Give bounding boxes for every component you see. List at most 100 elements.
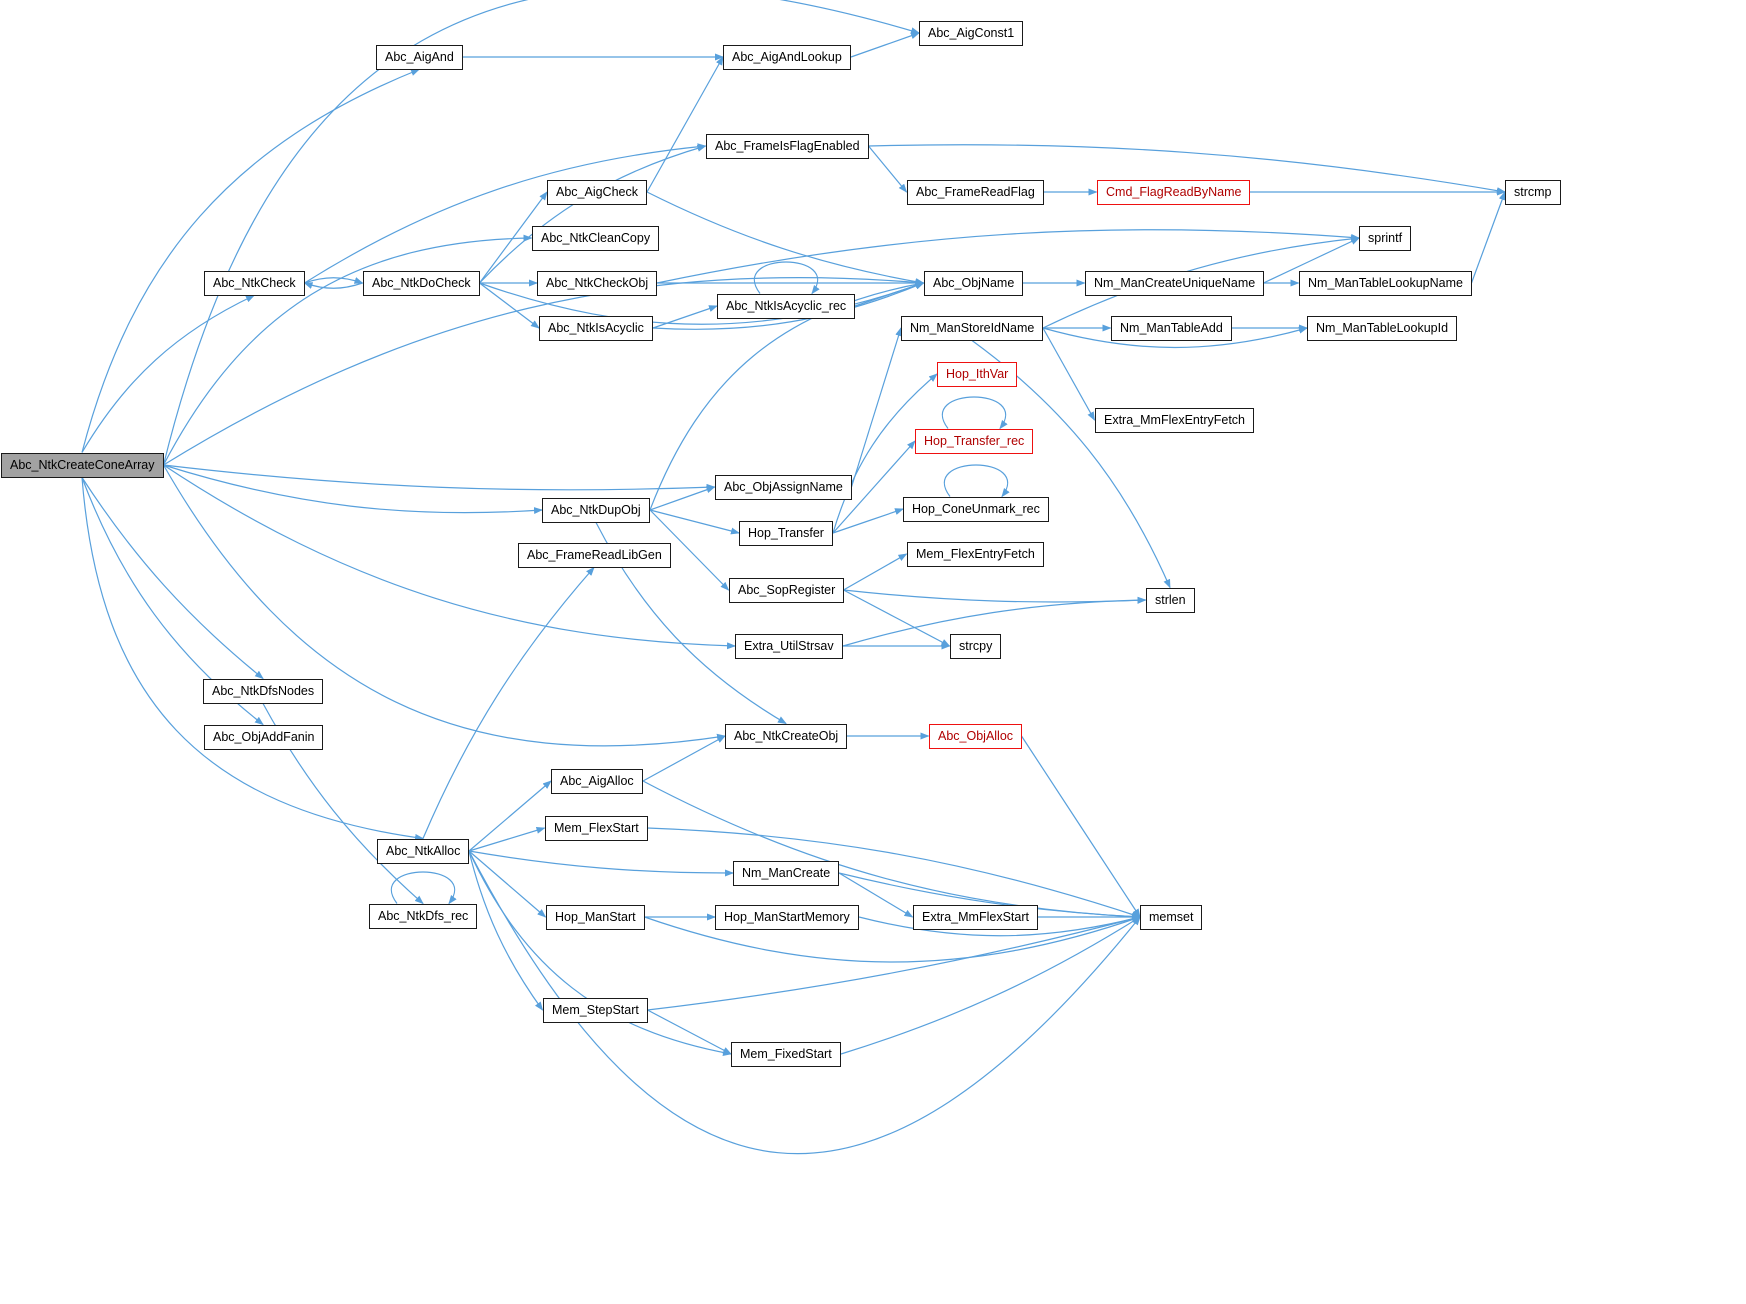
node-Mem_FlexEntryFetch[interactable]: Mem_FlexEntryFetch [907, 542, 1044, 567]
edge-Abc_NtkDoCheck-Abc_ObjName [479, 282, 925, 325]
node-Abc_NtkDupObj[interactable]: Abc_NtkDupObj [542, 498, 650, 523]
edge-Nm_ManCreate-memset [838, 872, 1141, 921]
node-Hop_ConeUnmark_rec[interactable]: Hop_ConeUnmark_rec [903, 497, 1049, 522]
node-Abc_NtkCreateObj[interactable]: Abc_NtkCreateObj [725, 724, 848, 749]
edge-Abc_NtkDoCheck-Abc_NtkCheck [303, 282, 363, 289]
edge-Hop_Transfer_rec-Hop_Transfer_rec [941, 396, 1008, 430]
node-Abc_AigAnd[interactable]: Abc_AigAnd [376, 45, 463, 70]
edge-Abc_ObjAssignName-Nm_ManStoreIdName [850, 327, 902, 488]
node-Abc_AigAlloc[interactable]: Abc_AigAlloc [551, 769, 643, 794]
edge-Abc_AigAlloc-memset [642, 780, 1141, 921]
edge-Abc_NtkCheckObj-sprintf [656, 229, 1360, 284]
edge-Abc_NtkCreateConeArray-Abc_ObjName [163, 277, 925, 466]
edge-Nm_ManTableLookupName-strcmp [1470, 191, 1506, 284]
edge-Abc_NtkCreateConeArray-Abc_NtkAlloc [81, 477, 424, 841]
edge-Abc_NtkAlloc-Mem_FlexStart [468, 826, 546, 852]
edge-Abc_NtkCreateConeArray-Abc_NtkDupObj [163, 464, 543, 515]
node-Hop_IthVar[interactable]: Hop_IthVar [937, 362, 1018, 387]
node-Abc_FrameReadFlag[interactable]: Abc_FrameReadFlag [907, 180, 1044, 205]
node-strcpy[interactable]: strcpy [950, 634, 1002, 659]
node-Nm_ManTableLookupId[interactable]: Nm_ManTableLookupId [1307, 316, 1458, 341]
node-strcmp[interactable]: strcmp [1505, 180, 1561, 205]
node-Abc_AigCheck[interactable]: Abc_AigCheck [547, 180, 647, 205]
node-memset[interactable]: memset [1140, 905, 1203, 930]
node-Abc_NtkDfsNodes[interactable]: Abc_NtkDfsNodes [203, 679, 324, 704]
edge-Abc_SopRegister-Mem_FlexEntryFetch [843, 553, 908, 591]
node-Abc_FrameReadLibGen[interactable]: Abc_FrameReadLibGen [518, 543, 671, 568]
edge-Abc_NtkIsAcyclic-Abc_NtkIsAcyclic_rec [652, 305, 718, 329]
edge-Abc_ObjAlloc-memset [1020, 735, 1141, 918]
edge-Abc_NtkAlloc-Mem_StepStart [468, 850, 544, 1011]
node-Abc_NtkCleanCopy[interactable]: Abc_NtkCleanCopy [532, 226, 660, 251]
node-Hop_ManStartMemory[interactable]: Hop_ManStartMemory [715, 905, 859, 930]
node-Extra_MmFlexStart[interactable]: Extra_MmFlexStart [913, 905, 1038, 930]
node-sprintf[interactable]: sprintf [1359, 226, 1412, 251]
node-Mem_FlexStart[interactable]: Mem_FlexStart [545, 816, 648, 841]
edge-Abc_SopRegister-strlen [843, 589, 1147, 604]
edge-Abc_NtkDupObj-Abc_ObjName [649, 280, 925, 511]
edge-Hop_Transfer-Hop_IthVar [832, 373, 938, 534]
node-Hop_ManStart[interactable]: Hop_ManStart [546, 905, 645, 930]
node-Abc_ObjAlloc[interactable]: Abc_ObjAlloc [929, 724, 1023, 749]
edge-Abc_NtkIsAcyclic_rec-Abc_NtkIsAcyclic_rec [753, 261, 820, 295]
edge-Abc_SopRegister-strcpy [843, 589, 951, 647]
node-Abc_AigConst1[interactable]: Abc_AigConst1 [919, 21, 1024, 46]
edge-Nm_ManStoreIdName-Nm_ManTableLookupId [1042, 326, 1308, 349]
node-Abc_NtkIsAcyclic_rec[interactable]: Abc_NtkIsAcyclic_rec [717, 294, 856, 319]
node-Cmd_FlagReadByName[interactable]: Cmd_FlagReadByName [1097, 180, 1251, 205]
edge-Abc_AigAlloc-Abc_NtkCreateObj [642, 735, 726, 782]
edge-Abc_NtkCreateConeArray-Abc_NtkDfsNodes [81, 477, 264, 680]
edge-Abc_NtkDfs_rec-Abc_NtkDfs_rec [390, 871, 457, 905]
edge-Abc_NtkAlloc-Mem_FixedStart [468, 850, 732, 1056]
node-Hop_Transfer_rec[interactable]: Hop_Transfer_rec [915, 429, 1034, 454]
node-Abc_NtkCheckObj[interactable]: Abc_NtkCheckObj [537, 271, 658, 296]
node-Mem_FixedStart[interactable]: Mem_FixedStart [731, 1042, 841, 1067]
node-Abc_SopRegister[interactable]: Abc_SopRegister [729, 578, 845, 603]
edge-Abc_NtkDupObj-Abc_SopRegister [649, 509, 730, 591]
edge-Abc_NtkAlloc-Hop_ManStart [468, 850, 547, 918]
node-Nm_ManTableLookupName[interactable]: Nm_ManTableLookupName [1299, 271, 1472, 296]
edge-Hop_ConeUnmark_rec-Hop_ConeUnmark_rec [943, 464, 1010, 498]
edge-Abc_NtkDoCheck-Abc_AigCheck [479, 191, 548, 284]
node-Mem_StepStart[interactable]: Mem_StepStart [543, 998, 648, 1023]
edge-Abc_NtkCheck-Abc_FrameIsFlagEnabled [304, 143, 707, 284]
edge-Mem_FlexStart-memset [647, 827, 1141, 918]
node-Abc_FrameIsFlagEnabled[interactable]: Abc_FrameIsFlagEnabled [706, 134, 869, 159]
edge-Abc_AigCheck-Abc_ObjName [646, 191, 925, 286]
node-Abc_ObjName[interactable]: Abc_ObjName [924, 271, 1024, 296]
edge-Abc_NtkAlloc-memset [468, 850, 1141, 1155]
node-Extra_UtilStrsav[interactable]: Extra_UtilStrsav [735, 634, 843, 659]
edge-Abc_AigAndLookup-Abc_AigConst1 [850, 32, 920, 58]
edge-Abc_NtkCheck-Abc_NtkDoCheck [304, 277, 364, 284]
node-Nm_ManStoreIdName[interactable]: Nm_ManStoreIdName [901, 316, 1044, 341]
edge-Abc_FrameIsFlagEnabled-strcmp [868, 144, 1506, 195]
edge-Hop_ManStart-memset [644, 916, 1141, 963]
edge-Nm_ManCreateUniqueName-sprintf [1263, 237, 1360, 284]
node-Abc_ObjAddFanin[interactable]: Abc_ObjAddFanin [204, 725, 324, 750]
node-Nm_ManCreateUniqueName[interactable]: Nm_ManCreateUniqueName [1085, 271, 1265, 296]
node-Abc_NtkCheck[interactable]: Abc_NtkCheck [204, 271, 305, 296]
node-Abc_NtkAlloc[interactable]: Abc_NtkAlloc [377, 839, 470, 864]
node-Nm_ManCreate[interactable]: Nm_ManCreate [733, 861, 840, 886]
node-Nm_ManTableAdd[interactable]: Nm_ManTableAdd [1111, 316, 1232, 341]
node-Extra_MmFlexEntryFetch[interactable]: Extra_MmFlexEntryFetch [1095, 408, 1255, 433]
edge-Abc_NtkIsAcyclic_rec-Abc_ObjName [854, 282, 925, 307]
edge-Hop_ManStartMemory-memset [858, 915, 1141, 937]
node-Abc_NtkDfs_rec[interactable]: Abc_NtkDfs_rec [369, 904, 478, 929]
edge-Nm_ManStoreIdName-Extra_MmFlexEntryFetch [1042, 327, 1096, 421]
node-Abc_ObjAssignName[interactable]: Abc_ObjAssignName [715, 475, 852, 500]
node-Abc_NtkDoCheck[interactable]: Abc_NtkDoCheck [363, 271, 480, 296]
edge-Abc_FrameIsFlagEnabled-Abc_FrameReadFlag [868, 145, 908, 193]
edge-Abc_NtkAlloc-Abc_AigAlloc [468, 780, 552, 852]
edge-Hop_Transfer-Hop_Transfer_rec [832, 440, 916, 534]
edge-Nm_ManCreate-Extra_MmFlexStart [838, 872, 914, 918]
node-Abc_NtkIsAcyclic[interactable]: Abc_NtkIsAcyclic [539, 316, 653, 341]
node-Hop_Transfer[interactable]: Hop_Transfer [739, 521, 833, 546]
node-strlen[interactable]: strlen [1146, 588, 1195, 613]
node-Abc_NtkCreateConeArray[interactable]: Abc_NtkCreateConeArray [1, 453, 164, 478]
edge-Abc_NtkCreateConeArray-Abc_NtkCheck [81, 294, 255, 453]
edge-Abc_NtkAlloc-Abc_FrameReadLibGen [422, 566, 595, 839]
node-Abc_AigAndLookup[interactable]: Abc_AigAndLookup [723, 45, 851, 70]
